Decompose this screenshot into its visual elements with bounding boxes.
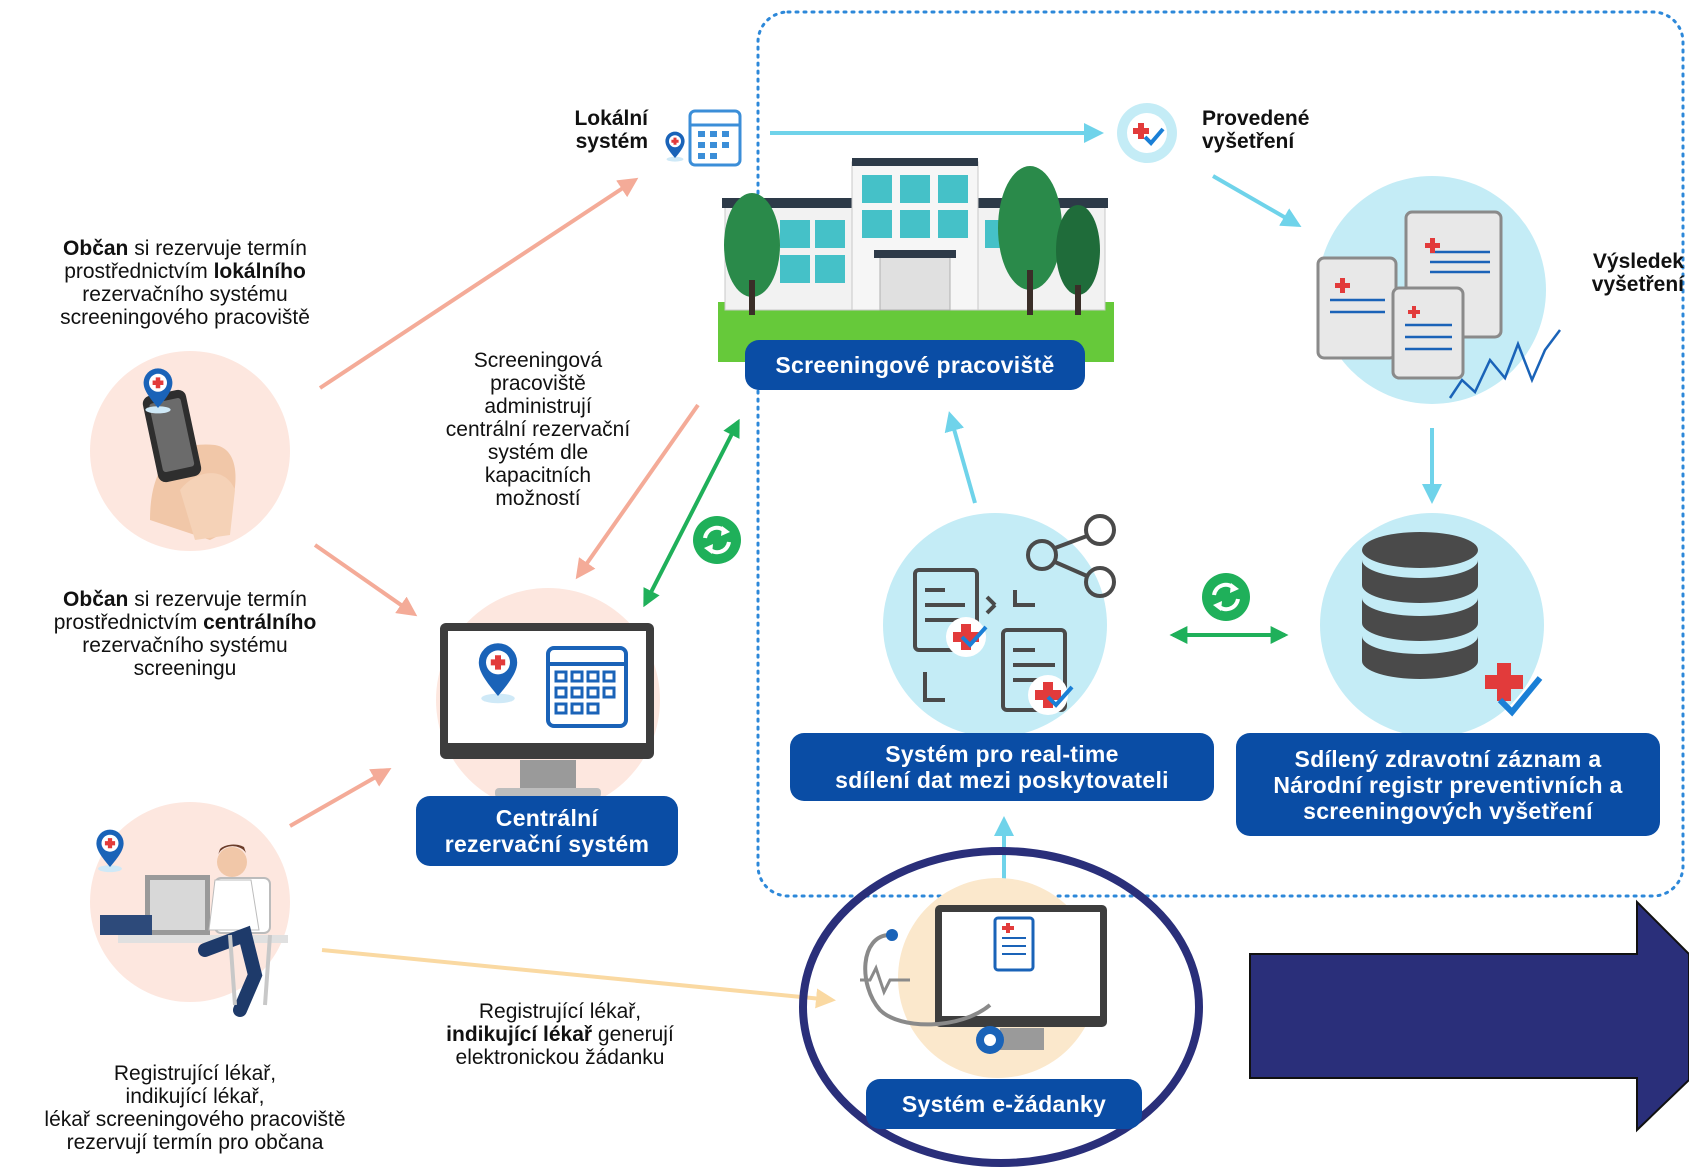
text-citizen-central: Občan si rezervuje termín prostřednictví… bbox=[53, 588, 317, 680]
node-central-system[interactable]: Centrální rezervační systém bbox=[416, 796, 678, 866]
label-local-system: Lokální systém bbox=[574, 107, 648, 153]
text-doctors-reserve: Registrující lékař, indikující lékař, lé… bbox=[44, 1062, 346, 1154]
hospital-building-icon bbox=[718, 158, 1114, 362]
shared-region-border bbox=[756, 10, 1685, 898]
arrow-doctor-to-erequest bbox=[321, 948, 836, 1009]
text-citizen-local: Občan si rezervuje termín prostřednictví… bbox=[60, 237, 310, 329]
medical-check-icon bbox=[1117, 103, 1177, 163]
erequest-highlight-ellipse bbox=[799, 847, 1203, 1167]
data-sharing-icon bbox=[883, 513, 1116, 737]
node-erequest[interactable]: Systém e-žádanky bbox=[866, 1079, 1142, 1129]
node-sharing-system[interactable]: Systém pro real-time sdílení dat mezi po… bbox=[790, 733, 1214, 801]
node-screening-site[interactable]: Screeningové pracoviště bbox=[745, 340, 1085, 390]
arrow-sharing-to-site bbox=[944, 411, 977, 504]
smartphone-hand-icon bbox=[90, 351, 290, 551]
monitor-stethoscope-icon bbox=[860, 878, 1107, 1078]
label-exam-done: Provedené vyšetření bbox=[1202, 107, 1310, 153]
database-icon bbox=[1320, 513, 1544, 737]
text-sites-admin: Screeningová pracoviště administrují cen… bbox=[445, 349, 631, 510]
arrow-phone-to-local bbox=[318, 177, 639, 390]
doctor-desk-icon bbox=[90, 802, 290, 1017]
clipboards-chart-icon bbox=[1316, 176, 1561, 404]
label-exam-result: Výsledek vyšetření bbox=[1591, 250, 1684, 296]
arrow-doctor-to-central bbox=[289, 768, 392, 828]
text-doctor-generate: Registrující lékař, indikující lékař gen… bbox=[446, 1000, 674, 1069]
arrow-site-central-sync bbox=[643, 418, 740, 608]
arrow-phone-to-central bbox=[313, 543, 418, 617]
arrow-exam-to-result bbox=[1212, 174, 1302, 227]
monitor-calendar-icon bbox=[436, 588, 660, 812]
sync-icon bbox=[1202, 573, 1250, 621]
arrow-right-icon bbox=[1249, 899, 1689, 1133]
sync-icon bbox=[693, 516, 741, 564]
calendar-pin-icon bbox=[665, 109, 742, 167]
node-shared-record[interactable]: Sdílený zdravotní záznam a Národní regis… bbox=[1236, 733, 1660, 836]
